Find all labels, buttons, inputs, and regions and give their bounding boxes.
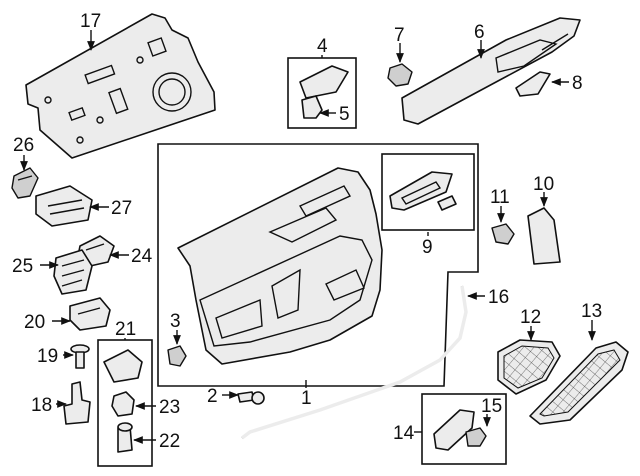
leader-lines	[20, 30, 596, 444]
callout-12: 12	[520, 307, 541, 328]
callout-9: 9	[422, 237, 433, 258]
callout-3: 3	[170, 311, 181, 332]
callout-5: 5	[339, 104, 350, 125]
part-7-clip	[387, 63, 413, 87]
part-11-clip	[491, 223, 515, 245]
part-20-bracket	[69, 297, 111, 331]
part-3-clip	[167, 345, 187, 367]
part-8-trim-piece	[515, 71, 551, 97]
part-22-bulb	[117, 422, 133, 453]
callout-16: 16	[488, 287, 509, 308]
part-1-door-trim-panel	[177, 167, 383, 365]
part-25-window-switch	[53, 249, 93, 295]
group-14-box	[421, 393, 507, 465]
group-9-box	[381, 153, 475, 231]
callout-26: 26	[13, 135, 34, 156]
callout-24: 24	[131, 246, 153, 267]
callout-22: 22	[159, 431, 180, 452]
part-13-speaker-grille	[529, 341, 629, 425]
callout-17: 17	[80, 11, 101, 32]
part-10-trim-cover	[527, 207, 561, 265]
part-21-housing	[103, 349, 143, 383]
part-26-clip	[11, 167, 39, 199]
callout-10: 10	[533, 174, 554, 195]
callout-1: 1	[301, 388, 312, 409]
group-1-box	[157, 143, 479, 387]
callout-14: 14	[393, 423, 415, 444]
callout-8: 8	[572, 73, 583, 94]
callout-labels: 1 2 3 4 5 6 7 8 9 10 11 12 13 14 15 16 1…	[12, 11, 602, 452]
callout-13: 13	[581, 301, 602, 322]
callout-4: 4	[317, 36, 328, 57]
part-18-pin	[63, 381, 91, 425]
callout-21: 21	[115, 319, 136, 340]
callout-2: 2	[207, 386, 218, 407]
callout-27: 27	[111, 198, 132, 219]
part-27-switch-bezel	[35, 185, 93, 227]
part-19-screw	[70, 344, 90, 369]
part-9-door-handle	[389, 171, 457, 211]
part-4-cover	[299, 65, 349, 99]
part-12-speaker-grille	[497, 339, 561, 395]
callout-20: 20	[24, 312, 45, 333]
callout-18: 18	[31, 395, 52, 416]
part-6-trim	[401, 17, 581, 125]
callout-25: 25	[12, 256, 33, 277]
callout-23: 23	[159, 397, 180, 418]
part-16-seal-strip	[240, 285, 468, 440]
part-14-switch-panel	[433, 409, 475, 451]
callout-7: 7	[394, 25, 405, 46]
callout-19: 19	[37, 346, 58, 367]
part-5-clip	[301, 95, 323, 119]
part-17-door-inner-panel	[25, 13, 216, 159]
part-2-screw	[237, 391, 265, 405]
part-15-switch	[465, 427, 487, 447]
callout-15: 15	[481, 396, 502, 417]
part-23-clip	[111, 391, 135, 417]
callout-6: 6	[474, 22, 485, 43]
callout-11: 11	[490, 187, 510, 208]
